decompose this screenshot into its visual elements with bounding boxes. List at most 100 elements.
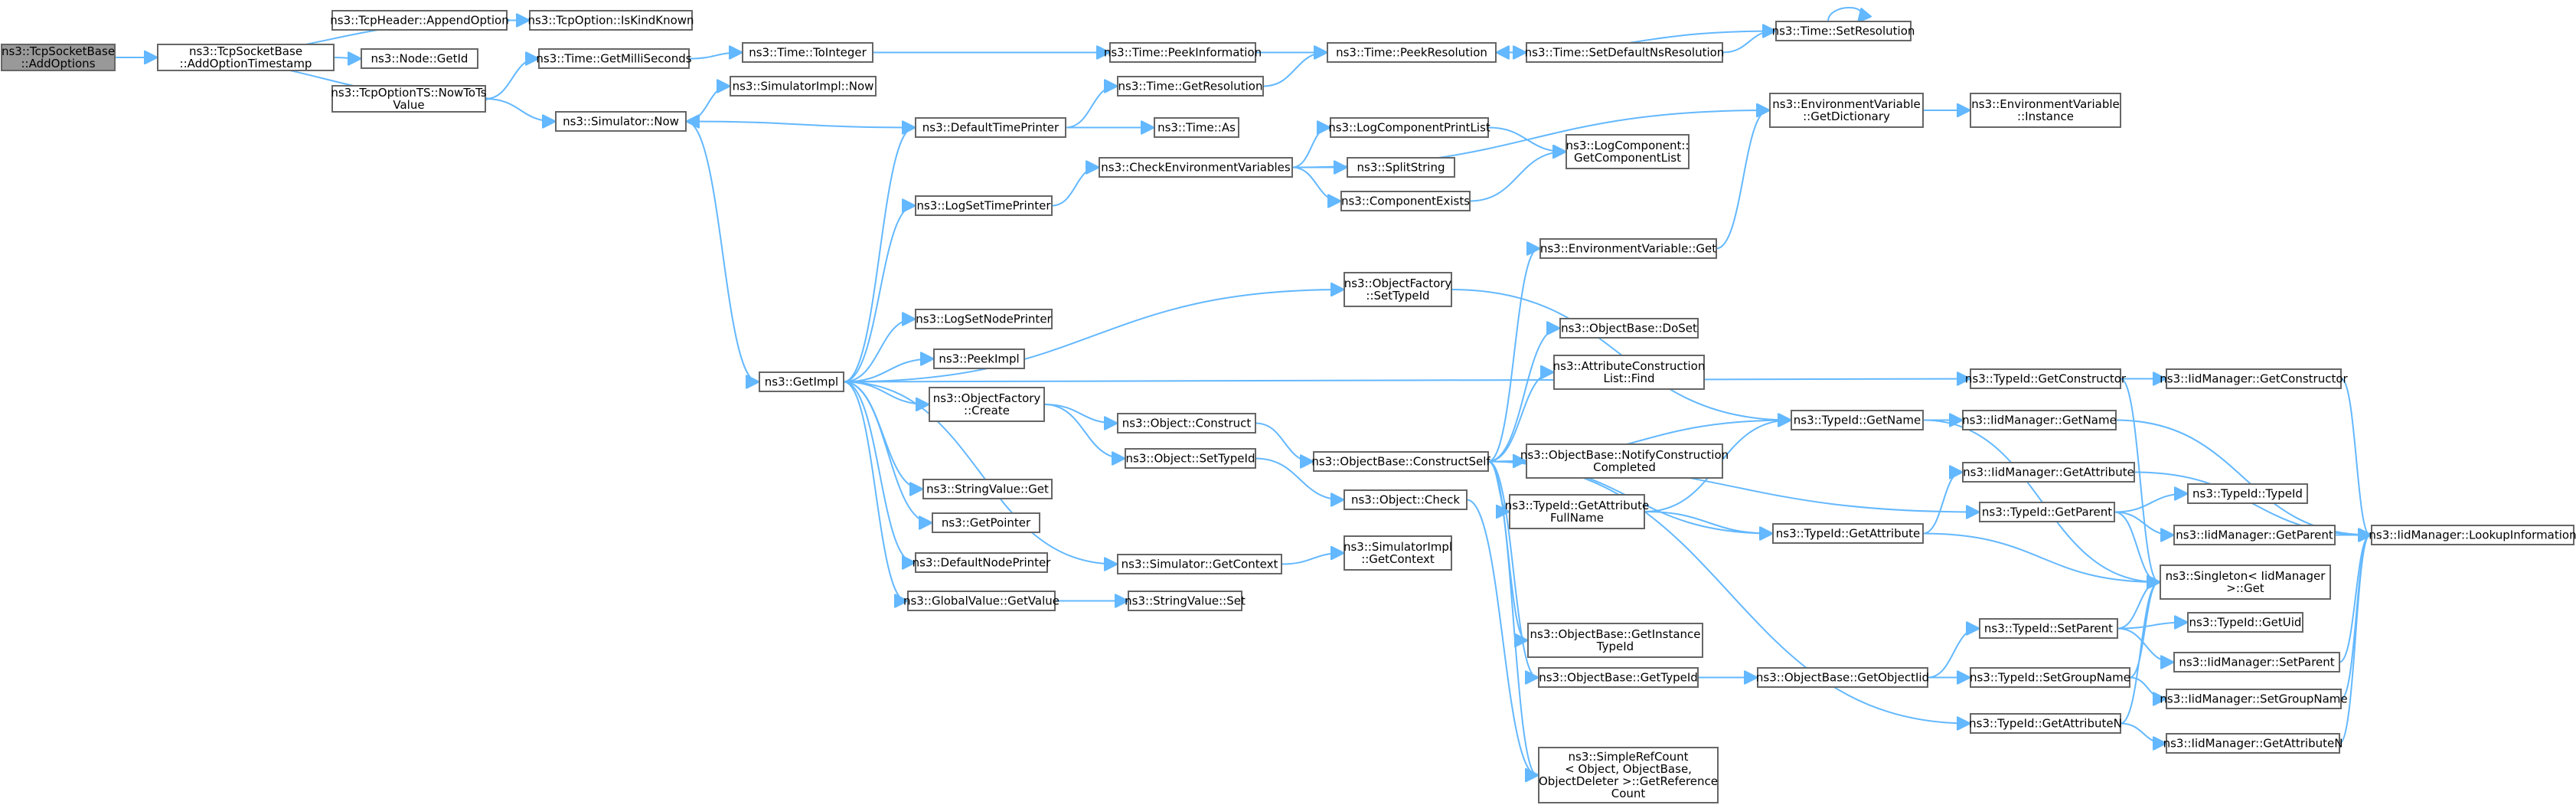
node-lcpl[interactable]: ns3::LogComponentPrintList <box>1328 117 1490 138</box>
node-root[interactable]: ns3::TcpSocketBase::AddOptions <box>1 44 116 71</box>
node-cev[interactable]: ns3::CheckEnvironmentVariables <box>1099 157 1293 178</box>
node-setdefns[interactable]: ns3::Time::SetDefaultNsResolution <box>1525 42 1725 63</box>
node-peekimpl[interactable]: ns3::PeekImpl <box>933 349 1025 369</box>
node-box[interactable] <box>1154 117 1239 138</box>
node-iidgetparent[interactable]: ns3::IidManager::GetParent <box>2173 525 2336 545</box>
node-box[interactable] <box>1109 42 1256 63</box>
node-simnow[interactable]: ns3::Simulator::Now <box>555 111 687 132</box>
node-peekres[interactable]: ns3::Time::PeekResolution <box>1327 42 1497 63</box>
node-nodegetid[interactable]: ns3::Node::GetId <box>361 48 478 69</box>
node-box[interactable] <box>1566 134 1690 169</box>
node-lcgcl[interactable]: ns3::LogComponent::GetComponentList <box>1566 134 1690 169</box>
node-iidgetctor[interactable]: ns3::IidManager::GetConstructor <box>2160 368 2349 389</box>
node-iidgetname[interactable]: ns3::IidManager::GetName <box>1962 410 2117 430</box>
node-svset[interactable]: ns3::StringValue::Set <box>1125 591 1246 611</box>
node-envinst[interactable]: ns3::EnvironmentVariable::Instance <box>1970 93 2121 128</box>
node-ofcreate[interactable]: ns3::ObjectFactory::Create <box>929 387 1045 422</box>
node-box[interactable] <box>907 591 1056 611</box>
node-box[interactable] <box>1125 448 1256 469</box>
node-box[interactable] <box>2187 483 2308 504</box>
node-box[interactable] <box>1 44 116 71</box>
node-singleton[interactable]: ns3::Singleton< IidManager>::Get <box>2160 564 2331 600</box>
node-box[interactable] <box>1538 747 1719 803</box>
node-tidsetparent[interactable]: ns3::TypeId::SetParent <box>1979 618 2118 639</box>
node-dnp[interactable]: ns3::DefaultNodePrinter <box>913 552 1052 573</box>
node-box[interactable] <box>922 479 1053 499</box>
node-box[interactable] <box>1128 591 1242 611</box>
node-obnotify[interactable]: ns3::ObjectBase::NotifyConstructionCompl… <box>1520 443 1729 479</box>
node-box[interactable] <box>1553 355 1705 390</box>
node-srcgrc[interactable]: ns3::SimpleRefCount< Object, ObjectBase,… <box>1538 747 1719 803</box>
node-getres[interactable]: ns3::Time::GetResolution <box>1117 76 1264 97</box>
node-lstp[interactable]: ns3::LogSetTimePrinter <box>915 195 1053 216</box>
node-objsettid[interactable]: ns3::Object::SetTypeId <box>1125 448 1256 469</box>
node-box[interactable] <box>1979 502 2115 522</box>
node-tidgetname[interactable]: ns3::TypeId::GetName <box>1791 410 1924 430</box>
node-box[interactable] <box>1970 667 2130 688</box>
node-box[interactable] <box>1099 157 1293 178</box>
node-objcheck[interactable]: ns3::Object::Check <box>1344 489 1468 510</box>
node-iidgan[interactable]: ns3::IidManager::GetAttributeN <box>2163 733 2343 754</box>
node-envget[interactable]: ns3::EnvironmentVariable::Get <box>1539 238 1717 259</box>
node-splitstr[interactable]: ns3::SplitString <box>1347 157 1455 178</box>
node-box[interactable] <box>1526 443 1723 479</box>
node-setres[interactable]: ns3::Time::SetResolution <box>1772 21 1915 41</box>
node-iskind[interactable]: ns3::TcpOption::IsKindKnown <box>527 10 694 31</box>
node-box[interactable] <box>157 44 335 71</box>
node-box[interactable] <box>1970 368 2121 389</box>
node-tidgetattr[interactable]: ns3::TypeId::GetAttribute <box>1772 523 1924 544</box>
node-box[interactable] <box>555 111 687 132</box>
node-simimplgetctx[interactable]: ns3::SimulatorImpl::GetContext <box>1344 535 1452 571</box>
node-box[interactable] <box>1791 410 1924 430</box>
node-box[interactable] <box>331 10 508 31</box>
node-box[interactable] <box>915 309 1053 329</box>
node-box[interactable] <box>1340 191 1471 211</box>
node-aot[interactable]: ns3::TcpSocketBase::AddOptionTimestamp <box>157 44 335 71</box>
node-box[interactable] <box>2173 525 2336 545</box>
node-box[interactable] <box>2187 612 2303 633</box>
node-iidsetparent[interactable]: ns3::IidManager::SetParent <box>2173 652 2340 672</box>
node-box[interactable] <box>2371 525 2574 545</box>
node-box[interactable] <box>759 371 844 392</box>
node-box[interactable] <box>361 48 478 69</box>
node-box[interactable] <box>1970 713 2121 734</box>
node-box[interactable] <box>529 10 693 31</box>
node-box[interactable] <box>1527 623 1703 658</box>
node-tointeger[interactable]: ns3::Time::ToInteger <box>742 42 873 63</box>
node-gvgetvalue[interactable]: ns3::GlobalValue::GetValue <box>903 591 1059 611</box>
node-box[interactable] <box>1962 462 2135 483</box>
node-box[interactable] <box>915 552 1048 573</box>
node-obconstructself[interactable]: ns3::ObjectBase::ConstructSelf <box>1311 451 1490 472</box>
node-tidtid[interactable]: ns3::TypeId::TypeId <box>2187 483 2308 504</box>
node-getimpl[interactable]: ns3::GetImpl <box>759 371 844 392</box>
node-box[interactable] <box>933 349 1025 369</box>
node-box[interactable] <box>1327 42 1497 63</box>
node-box[interactable] <box>1559 318 1699 339</box>
node-append[interactable]: ns3::TcpHeader::AppendOption <box>330 10 509 31</box>
node-box[interactable] <box>1509 494 1645 529</box>
node-box[interactable] <box>2166 368 2342 389</box>
node-box[interactable] <box>1344 535 1452 571</box>
node-peekinfo[interactable]: ns3::Time::PeekInformation <box>1104 42 1262 63</box>
node-box[interactable] <box>742 42 873 63</box>
node-obdoset[interactable]: ns3::ObjectBase::DoSet <box>1559 318 1699 339</box>
node-svget[interactable]: ns3::StringValue::Get <box>922 479 1053 499</box>
node-box[interactable] <box>1539 238 1717 259</box>
node-lsnp[interactable]: ns3::LogSetNodePrinter <box>915 309 1053 329</box>
node-box[interactable] <box>1344 489 1468 510</box>
node-envgetdict[interactable]: ns3::EnvironmentVariable::GetDictionary <box>1769 93 1924 128</box>
node-tidsgn[interactable]: ns3::TypeId::SetGroupName <box>1970 667 2130 688</box>
node-box[interactable] <box>331 85 486 113</box>
node-box[interactable] <box>1344 272 1452 307</box>
node-box[interactable] <box>2166 733 2340 754</box>
node-simgetctx[interactable]: ns3::Simulator::GetContext <box>1117 554 1282 574</box>
node-box[interactable] <box>1347 157 1455 178</box>
node-iidlookup[interactable]: ns3::IidManager::LookupInformation <box>2369 525 2576 545</box>
node-box[interactable] <box>2160 564 2331 600</box>
node-objconstruct[interactable]: ns3::Object::Construct <box>1117 413 1256 434</box>
node-tidgetctor[interactable]: ns3::TypeId::GetConstructor <box>1965 368 2127 389</box>
